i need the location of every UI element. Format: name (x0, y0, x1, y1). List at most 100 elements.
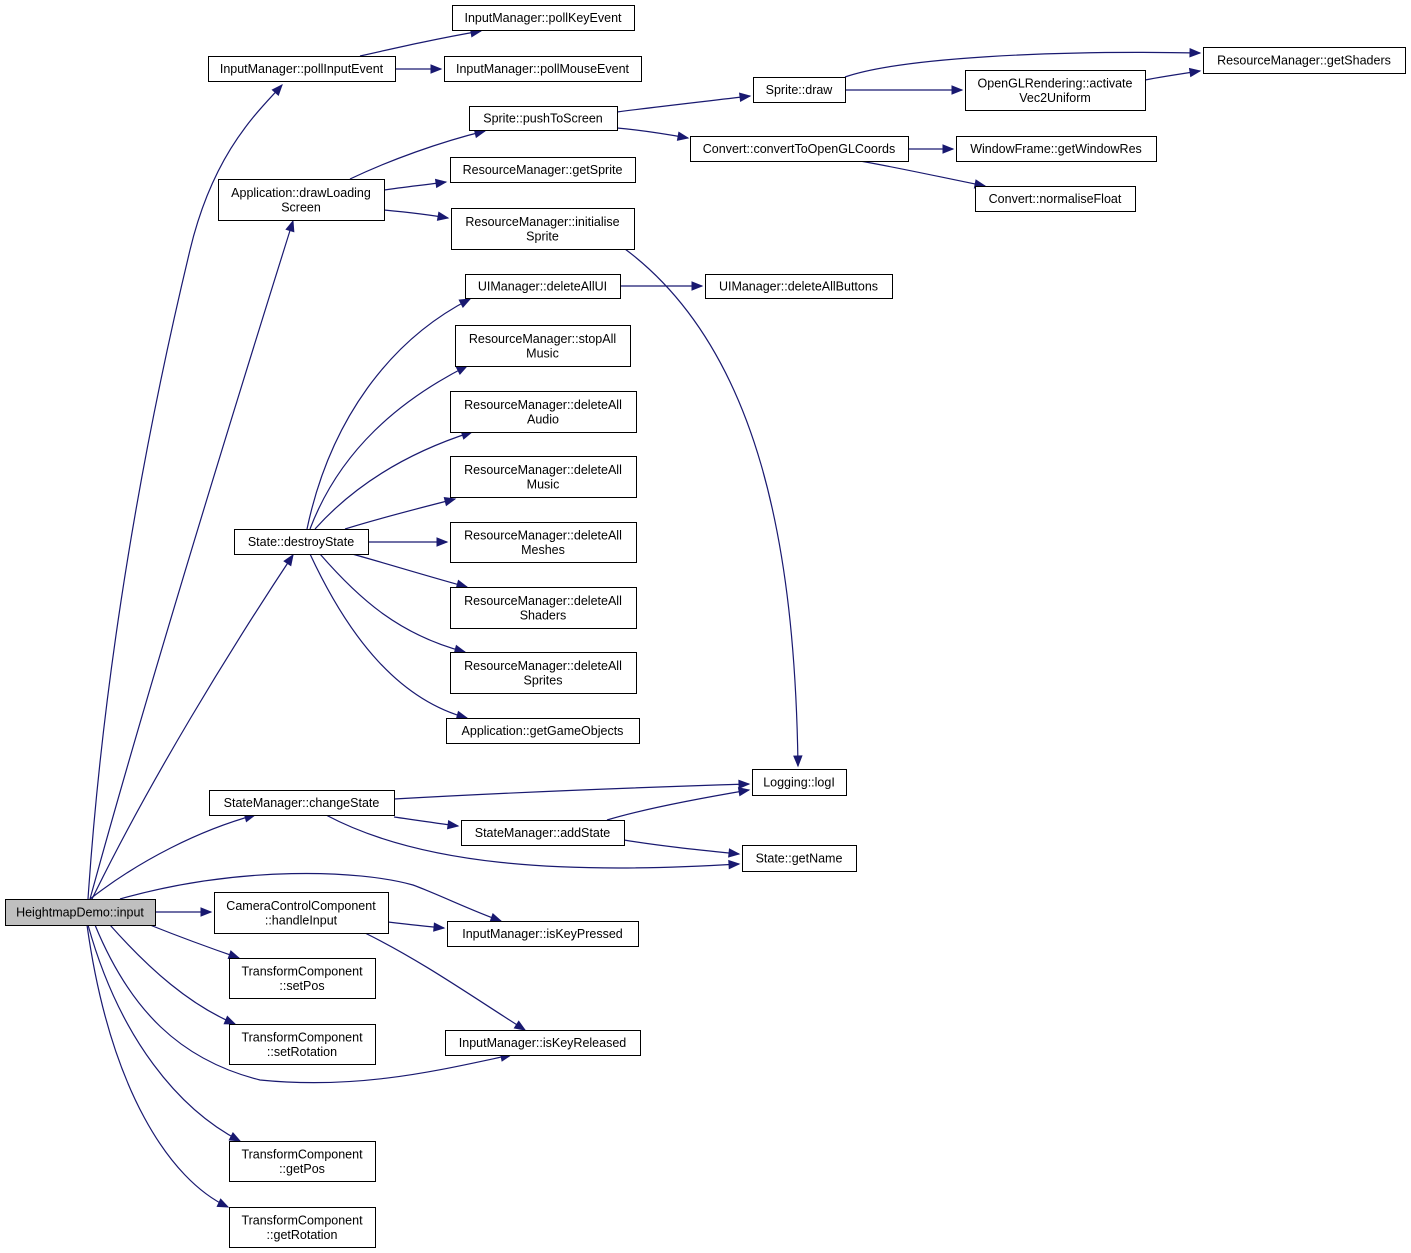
node-normaliseFloat[interactable]: Convert::normaliseFloat (975, 186, 1136, 212)
arrowhead (728, 848, 741, 858)
arrowhead (458, 298, 472, 309)
node-label: TransformComponent (241, 1213, 363, 1227)
node-label: TransformComponent (241, 964, 363, 978)
node-label: Screen (281, 200, 321, 214)
node-pollKey[interactable]: InputManager::pollKeyEvent (452, 5, 635, 31)
arrowhead (513, 1020, 527, 1031)
node-root[interactable]: HeightmapDemo::input (5, 899, 156, 926)
node-isKeyPressed[interactable]: InputManager::isKeyPressed (447, 921, 639, 947)
node-box (705, 274, 893, 299)
node-camHandle[interactable]: CameraControlComponent::handleInput (214, 892, 389, 934)
node-label: InputManager::pollKeyEvent (464, 11, 622, 25)
node-box (452, 5, 635, 31)
node-label: ResourceManager::stopAll (469, 332, 616, 346)
node-box (465, 274, 621, 299)
node-box (450, 157, 636, 183)
node-addState[interactable]: StateManager::addState (461, 820, 625, 846)
node-getShaders[interactable]: ResourceManager::getShaders (1203, 47, 1406, 74)
node-getGameObjects[interactable]: Application::getGameObjects (446, 718, 640, 744)
edge-camHandle-to-isKeyPressed (387, 921, 446, 932)
node-box (218, 179, 385, 221)
arrowhead (433, 922, 446, 932)
node-box (975, 186, 1136, 212)
node-label: ResourceManager::initialise (465, 215, 619, 229)
arrowhead (223, 1015, 237, 1025)
arrowhead (227, 950, 241, 960)
call-nodes: HeightmapDemo::input InputManager::pollIn… (5, 5, 1406, 1248)
node-spriteDraw[interactable]: Sprite::draw (753, 77, 846, 103)
edge-drawLoading-to-getSprite (383, 178, 448, 191)
edge-destroyState-to-delShaders (351, 553, 469, 589)
arrowhead (676, 131, 690, 141)
node-logI[interactable]: Logging::logI (752, 769, 847, 796)
node-box (209, 790, 395, 816)
node-label: InputManager::isKeyReleased (459, 1036, 627, 1050)
node-box (214, 892, 389, 934)
arrowhead (951, 85, 964, 95)
node-getWindowRes[interactable]: WindowFrame::getWindowRes (956, 136, 1157, 162)
node-label: Sprites (524, 673, 563, 687)
node-label: InputManager::pollMouseEvent (456, 62, 630, 76)
node-box (455, 325, 631, 367)
node-label: ResourceManager::getSprite (463, 163, 623, 177)
edge-root-to-getRotation (86, 924, 230, 1208)
node-setPos[interactable]: TransformComponent::setPos (229, 958, 376, 999)
node-label: Sprite::pushToScreen (483, 112, 603, 126)
node-pollInput[interactable]: InputManager::pollInputEvent (208, 56, 396, 82)
node-convertCoords[interactable]: Convert::convertToOpenGLCoords (690, 136, 909, 162)
node-label: Audio (527, 412, 559, 426)
node-getName[interactable]: State::getName (742, 845, 857, 872)
node-box (753, 77, 846, 103)
node-label: ::setPos (279, 979, 324, 993)
arrowhead (436, 211, 450, 221)
node-getSprite[interactable]: ResourceManager::getSprite (450, 157, 636, 183)
node-getRotation[interactable]: TransformComponent::getRotation (229, 1207, 376, 1248)
node-destroyState[interactable]: State::destroyState (234, 529, 369, 555)
edge-addState-to-getName (623, 839, 741, 858)
node-pollMouse[interactable]: InputManager::pollMouseEvent (444, 56, 642, 82)
node-isKeyReleased[interactable]: InputManager::isKeyReleased (445, 1030, 641, 1056)
node-box (229, 1024, 376, 1065)
node-pushToScreen[interactable]: Sprite::pushToScreen (469, 106, 618, 131)
arrowhead (942, 144, 955, 154)
arrowhead (285, 219, 295, 233)
node-setRotation[interactable]: TransformComponent::setRotation (229, 1024, 376, 1065)
arrowhead (283, 553, 294, 567)
node-box (469, 106, 618, 131)
arrowhead (443, 497, 457, 507)
node-box (461, 820, 625, 846)
edge-changeState-to-logI (393, 779, 751, 800)
arrowhead (738, 779, 751, 790)
node-label: Vec2Uniform (1019, 91, 1091, 105)
node-deleteAllButtons[interactable]: UIManager::deleteAllButtons (705, 274, 893, 299)
arrowhead (489, 913, 503, 922)
edge-changeState-to-getName (325, 814, 741, 870)
arrowhead (793, 755, 803, 768)
node-getPos[interactable]: TransformComponent::getPos (229, 1141, 376, 1182)
node-deleteAllUI[interactable]: UIManager::deleteAllUI (465, 274, 621, 299)
node-label: ResourceManager::getShaders (1217, 54, 1391, 68)
node-box (752, 769, 847, 796)
node-box (446, 718, 640, 744)
arrowhead (446, 819, 460, 830)
edge-root-to-camHandle (155, 907, 213, 917)
node-label: ResourceManager::deleteAll (464, 594, 622, 608)
node-label: State::destroyState (248, 535, 354, 549)
node-label: Meshes (521, 543, 565, 557)
node-changeState[interactable]: StateManager::changeState (209, 790, 395, 816)
node-box (450, 456, 637, 498)
arrowhead (228, 1131, 242, 1142)
node-label: ::getPos (279, 1162, 325, 1176)
node-label: Shaders (520, 608, 567, 622)
arrowhead (1188, 67, 1202, 78)
edge-destroyState-to-delMusic (344, 497, 457, 530)
